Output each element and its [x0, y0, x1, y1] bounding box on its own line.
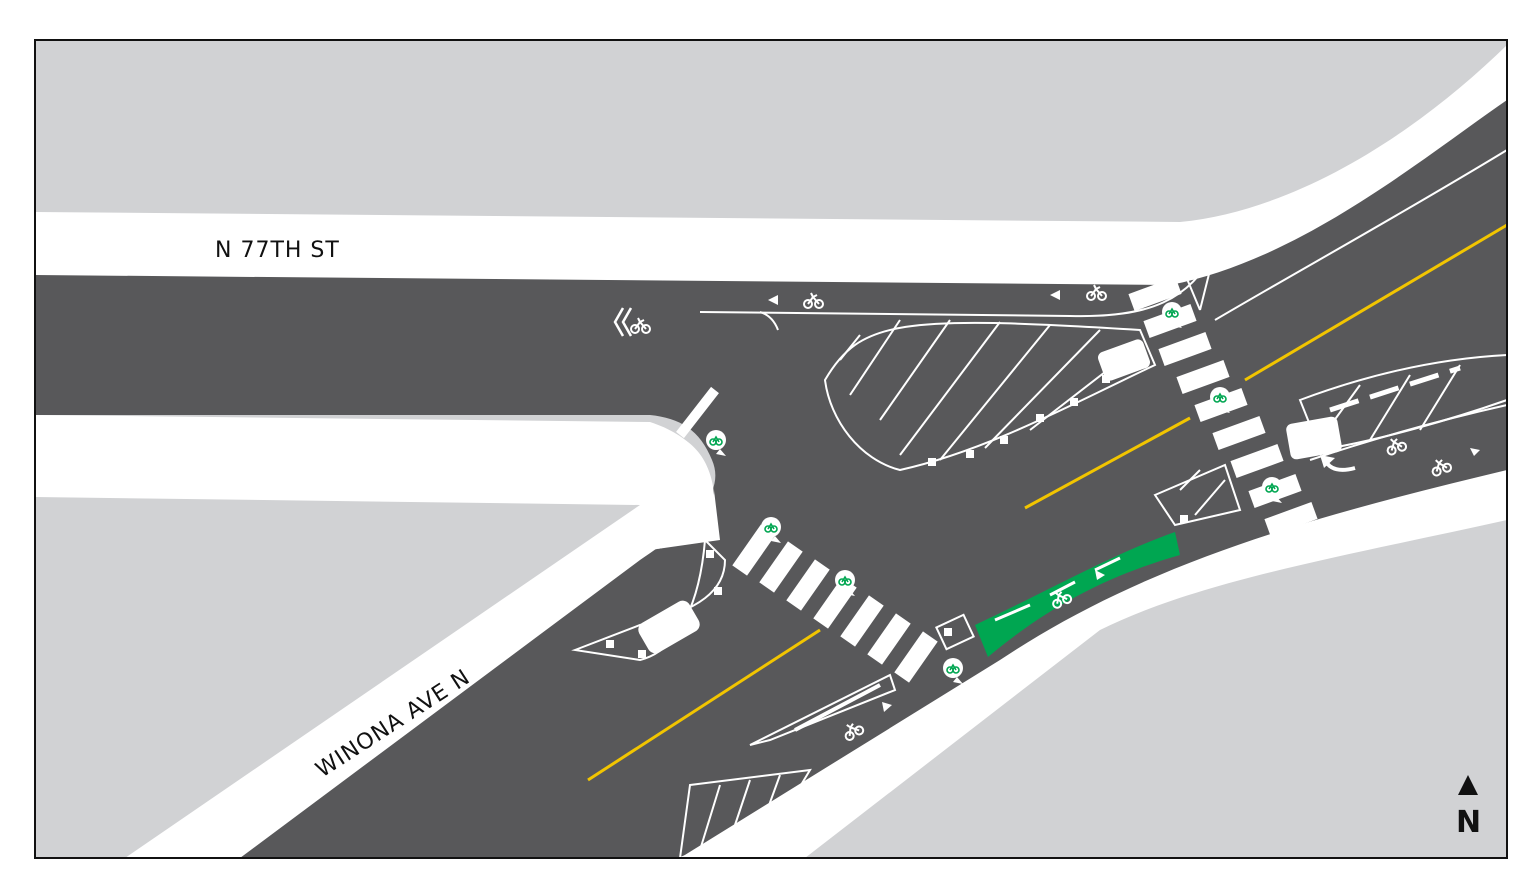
- delineator-posts: [606, 375, 1188, 658]
- signal-box: [935, 613, 975, 651]
- crosswalk-south: [732, 524, 938, 683]
- green-bike-lane: [975, 532, 1180, 657]
- north-arrow-label: N: [1456, 805, 1481, 840]
- arrow-icon: [768, 290, 1480, 712]
- roadway: [35, 100, 1507, 858]
- refuge-islands: [638, 339, 1342, 654]
- lane-lines: [699, 149, 1508, 732]
- street-label-n-77th-st: N 77TH ST: [215, 238, 340, 263]
- chevron-left-icon: [613, 307, 633, 337]
- curb-corners: [35, 415, 720, 550]
- north-arrow-icon: N: [1456, 775, 1481, 840]
- stop-bar: [676, 386, 719, 439]
- map-border: [34, 39, 1508, 859]
- center-lines: [587, 223, 1508, 782]
